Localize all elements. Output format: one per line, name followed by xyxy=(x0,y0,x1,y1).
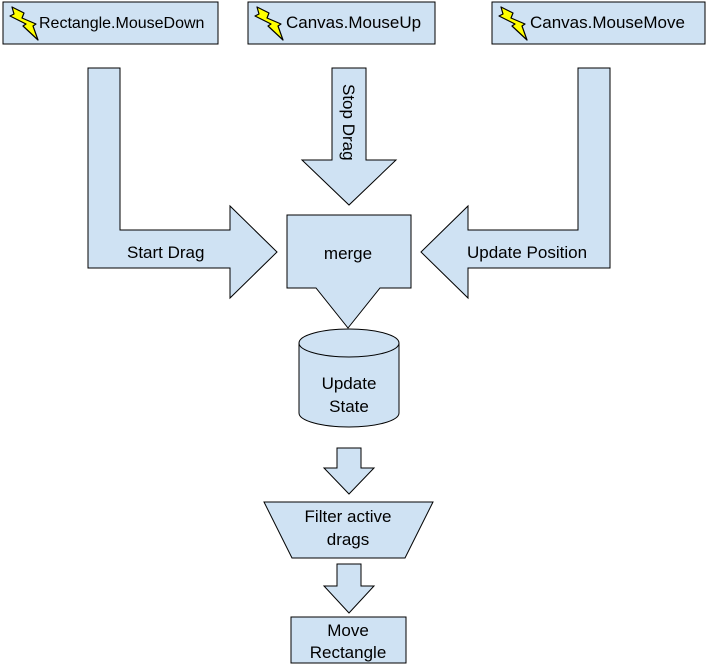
move-label-line2: Rectangle xyxy=(310,643,387,662)
state-to-filter-arrow xyxy=(322,447,376,495)
filter-label-line2: drags xyxy=(327,530,370,549)
event-canvas-mouseup: Canvas.MouseUp xyxy=(247,1,436,45)
move-label-line1: Move xyxy=(327,621,369,640)
stop-drag-label: Stop Drag xyxy=(339,84,358,161)
start-drag-label: Start Drag xyxy=(127,243,204,262)
event-canvas-mousemove: Canvas.MouseMove xyxy=(491,1,706,45)
lightning-bolt-icon xyxy=(498,6,528,41)
event-label: Canvas.MouseMove xyxy=(530,13,685,32)
filter-label-line1: Filter active xyxy=(305,507,392,526)
update-state-label-line1: Update xyxy=(322,374,377,393)
merge-label: merge xyxy=(324,244,372,263)
event-label: Rectangle.MouseDown xyxy=(39,15,204,32)
move-rectangle-node: Move Rectangle xyxy=(290,616,407,664)
update-state-label-line2: State xyxy=(329,397,369,416)
update-state-node: Update State xyxy=(298,328,400,428)
filter-active-drags-node: Filter active drags xyxy=(263,501,434,559)
update-position-label: Update Position xyxy=(467,243,587,262)
filter-to-move-arrow xyxy=(322,563,376,614)
start-drag-arrow: Start Drag xyxy=(87,67,278,300)
event-rectangle-mousedown: Rectangle.MouseDown xyxy=(2,1,219,45)
lightning-bolt-icon xyxy=(254,6,284,41)
merge-node: merge xyxy=(286,214,412,329)
update-position-arrow: Update Position xyxy=(420,67,611,300)
event-label: Canvas.MouseUp xyxy=(286,13,421,32)
lightning-bolt-icon xyxy=(9,6,39,41)
stop-drag-arrow: Stop Drag xyxy=(300,67,398,206)
